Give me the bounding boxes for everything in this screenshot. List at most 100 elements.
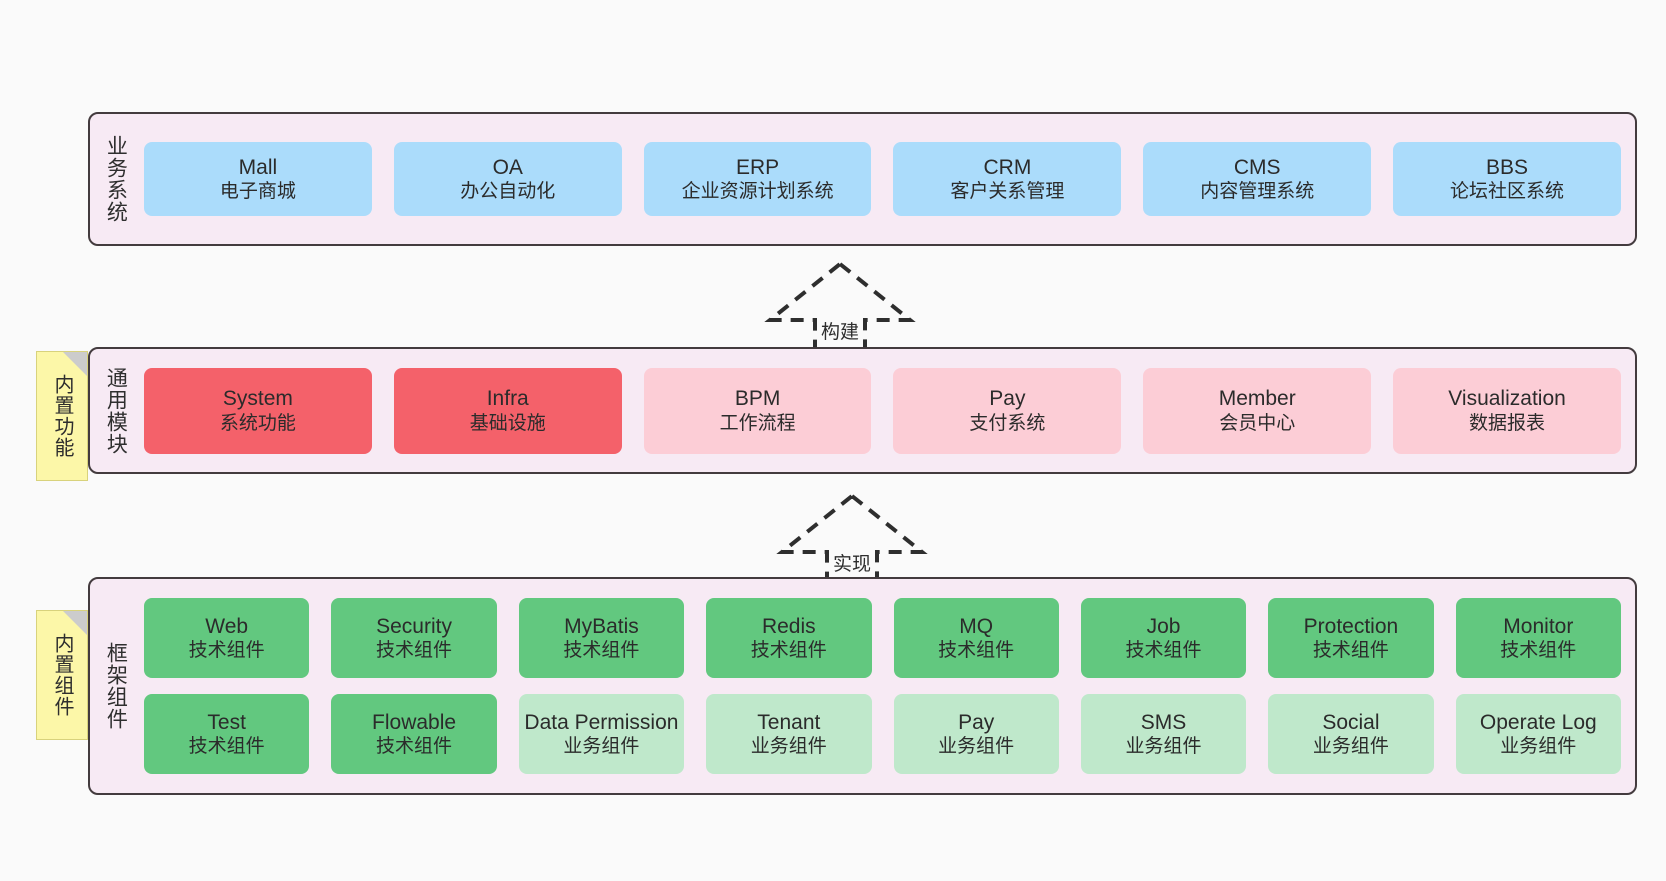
card-sms[interactable]: SMS 业务组件 xyxy=(1080,694,1247,774)
card-title-cn: 基础设施 xyxy=(469,412,546,434)
card-row: Mall 电子商城 OA 办公自动化 ERP 企业资源计划系统 CRM 客户关系… xyxy=(144,142,1621,216)
card-title-cn: 业务组件 xyxy=(563,736,640,758)
card-job[interactable]: Job 技术组件 xyxy=(1080,598,1247,678)
card-title-en: Visualization xyxy=(1448,387,1566,411)
card-infra[interactable]: Infra 基础设施 xyxy=(393,367,622,454)
card-title-en: Flowable xyxy=(372,710,457,734)
card-pay-module[interactable]: Pay 支付系统 xyxy=(893,367,1122,454)
card-oa[interactable]: OA 办公自动化 xyxy=(393,142,622,216)
layer-framework-components: 框架组件 Web 技术组件 Security 技术组件 MyBatis 技术组件… xyxy=(88,577,1637,795)
card-title-cn: 技术组件 xyxy=(188,736,265,758)
card-protection[interactable]: Protection 技术组件 xyxy=(1268,598,1434,678)
card-title-cn: 技术组件 xyxy=(938,640,1015,662)
card-pay-component[interactable]: Pay 业务组件 xyxy=(893,694,1059,774)
card-title-en: Web xyxy=(205,614,249,638)
card-title-en: Security xyxy=(376,614,452,638)
card-title-cn: 技术组件 xyxy=(376,640,453,662)
card-title-en: OA xyxy=(492,155,523,179)
card-title-en: Monitor xyxy=(1503,614,1574,638)
layer-business-system-body: Mall 电子商城 OA 办公自动化 ERP 企业资源计划系统 CRM 客户关系… xyxy=(140,114,1635,244)
card-title-en: Test xyxy=(207,710,246,734)
card-title-cn: 支付系统 xyxy=(969,412,1046,434)
card-title-en: Data Permission xyxy=(524,710,679,734)
card-security[interactable]: Security 技术组件 xyxy=(331,598,497,678)
note-builtin-features-label: 内置功能 xyxy=(51,374,73,458)
card-title-cn: 业务组件 xyxy=(1125,736,1202,758)
card-crm[interactable]: CRM 客户关系管理 xyxy=(893,142,1122,216)
layer-business-system-title: 业务系统 xyxy=(104,135,128,223)
card-row: System 系统功能 Infra 基础设施 BPM 工作流程 Pay 支付系统… xyxy=(144,367,1621,454)
card-operate-log[interactable]: Operate Log 业务组件 xyxy=(1455,694,1621,774)
card-title-en: Job xyxy=(1146,614,1181,638)
card-tenant[interactable]: Tenant 业务组件 xyxy=(706,694,872,774)
card-title-cn: 会员中心 xyxy=(1219,412,1296,434)
card-visualization[interactable]: Visualization 数据报表 xyxy=(1393,367,1621,454)
card-row: Web 技术组件 Security 技术组件 MyBatis 技术组件 Redi… xyxy=(144,598,1621,678)
card-title-cn: 电子商城 xyxy=(219,181,296,203)
layer-business-system: 业务系统 Mall 电子商城 OA 办公自动化 ERP 企业资源计划系统 CRM… xyxy=(88,112,1637,246)
card-title-en: BPM xyxy=(734,387,781,411)
card-title-cn: 数据报表 xyxy=(1469,412,1546,434)
card-redis[interactable]: Redis 技术组件 xyxy=(706,598,872,678)
layer-common-modules-title: 通用模块 xyxy=(104,366,128,455)
card-test[interactable]: Test 技术组件 xyxy=(144,694,310,774)
card-title-cn: 客户关系管理 xyxy=(950,181,1065,203)
card-mq[interactable]: MQ 技术组件 xyxy=(893,598,1059,678)
card-title-cn: 技术组件 xyxy=(563,640,640,662)
card-title-en: Pay xyxy=(958,710,995,734)
card-title-en: Social xyxy=(1322,710,1380,734)
layer-common-modules: 通用模块 System 系统功能 Infra 基础设施 BPM 工作流程 Pay… xyxy=(88,347,1637,474)
card-title-cn: 技术组件 xyxy=(750,640,827,662)
card-title-cn: 企业资源计划系统 xyxy=(681,181,834,203)
card-data-permission[interactable]: Data Permission 业务组件 xyxy=(518,694,685,774)
card-title-cn: 论坛社区系统 xyxy=(1450,181,1565,203)
card-title-cn: 业务组件 xyxy=(1500,736,1577,758)
note-builtin-features: 内置功能 xyxy=(36,351,88,481)
card-title-en: ERP xyxy=(735,155,780,179)
card-cms[interactable]: CMS 内容管理系统 xyxy=(1143,142,1372,216)
card-title-en: CMS xyxy=(1233,155,1281,179)
card-system[interactable]: System 系统功能 xyxy=(144,367,372,454)
note-builtin-components: 内置组件 xyxy=(36,610,88,740)
card-bbs[interactable]: BBS 论坛社区系统 xyxy=(1393,142,1621,216)
card-title-en: Member xyxy=(1218,387,1296,411)
card-title-cn: 业务组件 xyxy=(938,736,1015,758)
card-mall[interactable]: Mall 电子商城 xyxy=(144,142,372,216)
layer-common-modules-body: System 系统功能 Infra 基础设施 BPM 工作流程 Pay 支付系统… xyxy=(140,349,1635,472)
card-title-cn: 业务组件 xyxy=(750,736,827,758)
note-fold-corner-icon xyxy=(63,352,87,376)
card-title-cn: 技术组件 xyxy=(1500,640,1577,662)
card-title-en: Protection xyxy=(1303,614,1399,638)
card-title-en: Mall xyxy=(238,155,278,179)
layer-framework-components-title: 框架组件 xyxy=(104,642,128,730)
card-row: Test 技术组件 Flowable 技术组件 Data Permission … xyxy=(144,694,1621,774)
arrow-build-label: 构建 xyxy=(820,322,859,343)
card-title-en: Tenant xyxy=(757,710,821,734)
card-web[interactable]: Web 技术组件 xyxy=(144,598,310,678)
card-title-en: Pay xyxy=(989,387,1026,411)
note-builtin-components-label: 内置组件 xyxy=(51,633,73,717)
arrow-implement: 实现 xyxy=(772,490,932,590)
card-title-cn: 业务组件 xyxy=(1312,736,1389,758)
card-title-cn: 技术组件 xyxy=(376,736,453,758)
card-title-cn: 技术组件 xyxy=(1312,640,1389,662)
card-social[interactable]: Social 业务组件 xyxy=(1268,694,1434,774)
card-title-cn: 系统功能 xyxy=(219,412,296,434)
card-title-en: Operate Log xyxy=(1479,710,1597,734)
arrow-build: 构建 xyxy=(760,258,920,358)
card-title-en: MQ xyxy=(959,614,994,638)
card-title-cn: 工作流程 xyxy=(719,412,796,434)
card-monitor[interactable]: Monitor 技术组件 xyxy=(1455,598,1621,678)
card-erp[interactable]: ERP 企业资源计划系统 xyxy=(643,142,872,216)
card-title-en: Infra xyxy=(486,387,529,411)
card-title-en: MyBatis xyxy=(564,614,639,638)
card-bpm[interactable]: BPM 工作流程 xyxy=(643,367,872,454)
card-title-en: CRM xyxy=(983,155,1032,179)
card-title-en: SMS xyxy=(1140,710,1187,734)
card-title-en: Redis xyxy=(761,614,816,638)
card-member[interactable]: Member 会员中心 xyxy=(1143,367,1372,454)
card-flowable[interactable]: Flowable 技术组件 xyxy=(331,694,497,774)
card-mybatis[interactable]: MyBatis 技术组件 xyxy=(518,598,685,678)
arrow-implement-label: 实现 xyxy=(832,554,871,575)
